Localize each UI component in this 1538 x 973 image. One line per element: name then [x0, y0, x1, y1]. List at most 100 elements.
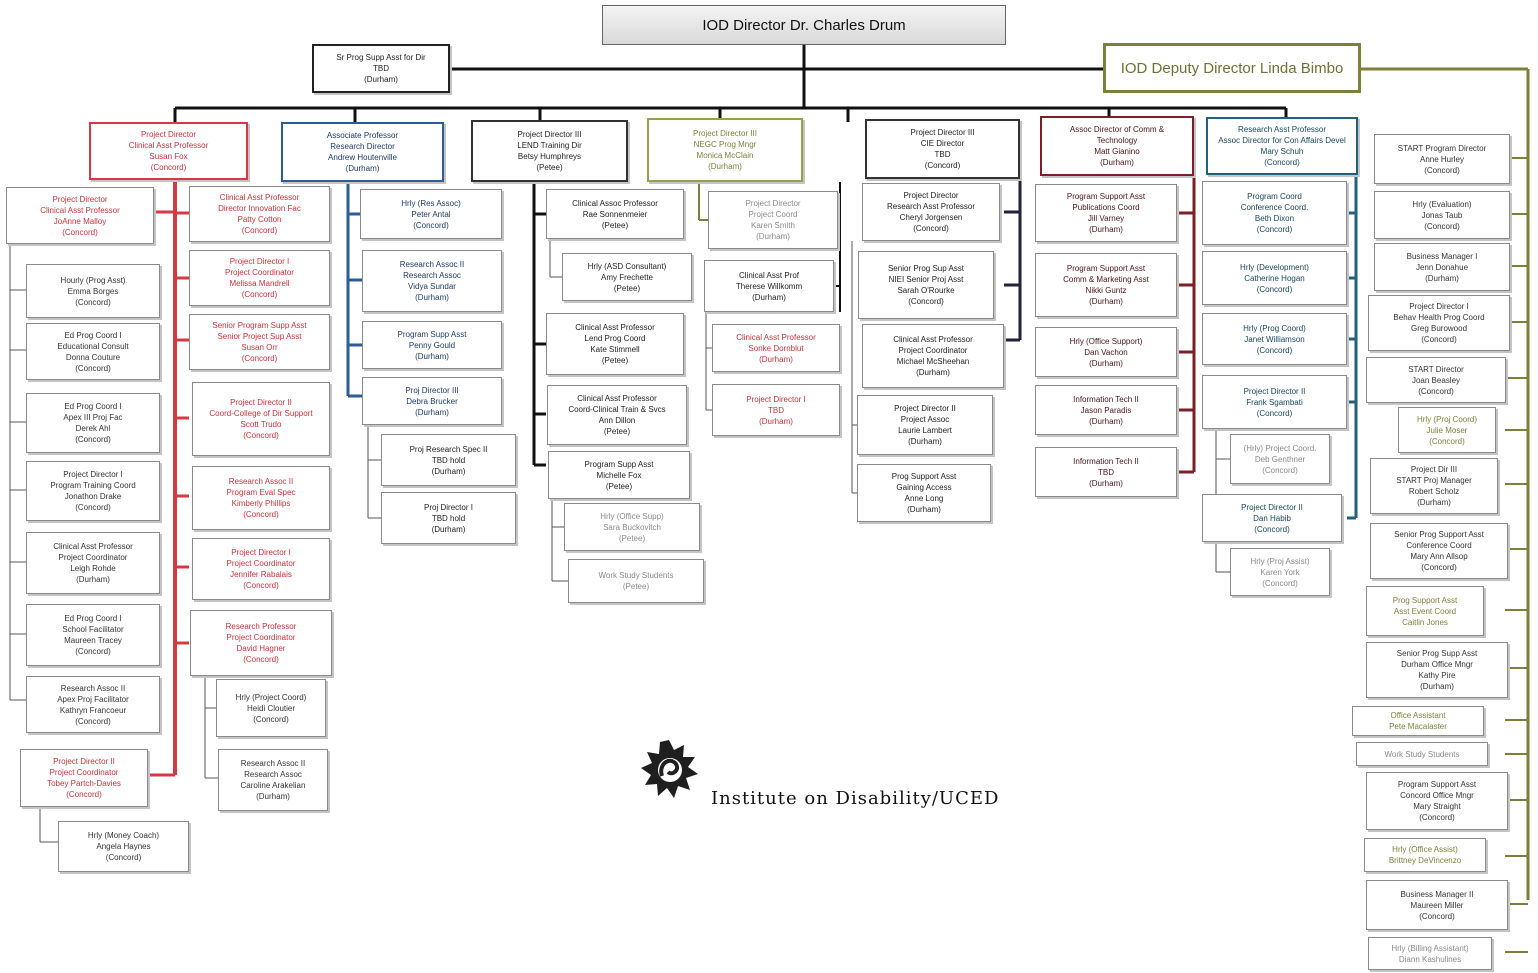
box-line: Gaining Access [896, 483, 952, 492]
box-line: Prog Support Asst [1392, 595, 1458, 605]
box-line: Senior Prog Sup Asst [887, 264, 965, 273]
box-line: (Durham) [1089, 416, 1123, 426]
box-line: Project Coordinator [58, 553, 128, 562]
box-line: (Concord) [1256, 225, 1293, 234]
box-line: Office Assistant [1390, 711, 1446, 720]
box-line: (Concord) [913, 224, 949, 233]
box-line: (Concord) [1429, 436, 1465, 446]
box-line: Project Coordinator [898, 346, 968, 355]
box-line: Senior Program Supp Asst [212, 321, 307, 330]
box-line: (Concord) [241, 290, 278, 299]
box-line: Apex Proj Facilitator [57, 694, 129, 704]
box-line: (Concord) [243, 581, 279, 590]
box-line: Coord-Clinical Train & Svcs [568, 405, 666, 414]
box-line: Project Assoc [900, 415, 950, 424]
box-line: (Concord) [75, 716, 111, 726]
box-line: (Durham) [1417, 498, 1451, 507]
box-line: Therese Willkomm [735, 281, 803, 291]
box-line: Scott Trudo [240, 420, 282, 429]
box-line: Penny Gould [408, 340, 456, 350]
box-line: Program Coord [1247, 192, 1302, 201]
box-line: (Concord) [1421, 563, 1457, 572]
box-line: Project Director II [230, 398, 292, 407]
box-line: (Durham) [431, 466, 466, 476]
box-line: (Concord) [1419, 813, 1455, 822]
box-line: Project Director I [63, 470, 123, 479]
box-line: (Petee) [613, 283, 641, 293]
box-line: Project Director [52, 194, 108, 204]
box-line: Mary Straight [1413, 802, 1461, 811]
box-line: (Concord) [1424, 165, 1460, 175]
box-line: (Concord) [75, 435, 111, 444]
box-line: (Durham) [708, 162, 742, 171]
box-line: Karen Smith [750, 221, 796, 230]
box-line: Project Director I [229, 257, 290, 266]
box-line: David Hagner [236, 644, 286, 653]
box-line: Debra Brucker [406, 396, 458, 406]
box-line: (Concord) [75, 647, 111, 656]
box-line: (Durham) [916, 368, 950, 377]
box-line: Clinical Asst Professor [53, 542, 133, 551]
box-line: (Concord) [62, 227, 98, 237]
box-line: Jonas Taub [1421, 210, 1463, 220]
box-line: (Concord) [75, 363, 111, 373]
box-line: Project Coord [748, 210, 798, 219]
box-line: Jennifer Rabalais [230, 570, 292, 579]
box-line: Clinical Assoc Professor [572, 198, 658, 208]
box-line: (Durham) [76, 575, 110, 584]
box-line: Andrew Houtenville [328, 153, 397, 162]
box-line: Dan Habib [1253, 513, 1291, 523]
box-line: Project Coordinator [49, 768, 119, 777]
box-line: (Petee) [603, 427, 631, 436]
box-line: Jonathon Drake [64, 492, 122, 501]
box-line: Educational Consult [57, 341, 129, 351]
box-line: (Concord) [924, 161, 961, 170]
box-line: Conference Coord. [1240, 203, 1309, 212]
box-line: Ed Prog Coord I [64, 614, 122, 623]
org-box: Hrly (Evaluation)Jonas Taub(Concord) [1374, 191, 1510, 239]
iod-logo-icon [641, 740, 698, 798]
box-line: (Concord) [1421, 335, 1457, 344]
box-line: Anne Long [904, 494, 944, 503]
box-line: Amy Frechette [600, 272, 653, 282]
box-line: (Petee) [601, 356, 629, 365]
box-line: Leigh Rohde [70, 564, 116, 573]
box-line: (Durham) [415, 293, 449, 302]
box-line: Project Dir III [1410, 465, 1458, 474]
box-line: Technology [1096, 136, 1138, 145]
box-line: Clinical Asst Prof [738, 270, 800, 280]
box-line: Clinical Asst Professor [40, 205, 120, 215]
org-box: Hrly (Office Support)Dan Vachon(Durham) [1035, 327, 1177, 377]
box-line: Coord-College of Dir Support [209, 409, 313, 418]
box-line: Clinical Asst Professor [577, 394, 657, 403]
box-line: (Concord) [908, 297, 944, 306]
box-line: Associate Professor [326, 131, 399, 140]
box-line: Matt Gianino [1094, 147, 1140, 156]
box-line: Hrly (Office Supp) [600, 511, 664, 521]
box-line: Project Director III [910, 128, 975, 137]
box-line: (Durham) [752, 292, 786, 302]
box-line: Research Assoc II [228, 477, 294, 486]
box-line: Project Coordinator [225, 268, 294, 277]
box-line: Program Support Asst [1066, 192, 1146, 201]
box-line: TBD [373, 64, 389, 73]
box-line: Project Director [903, 191, 959, 200]
